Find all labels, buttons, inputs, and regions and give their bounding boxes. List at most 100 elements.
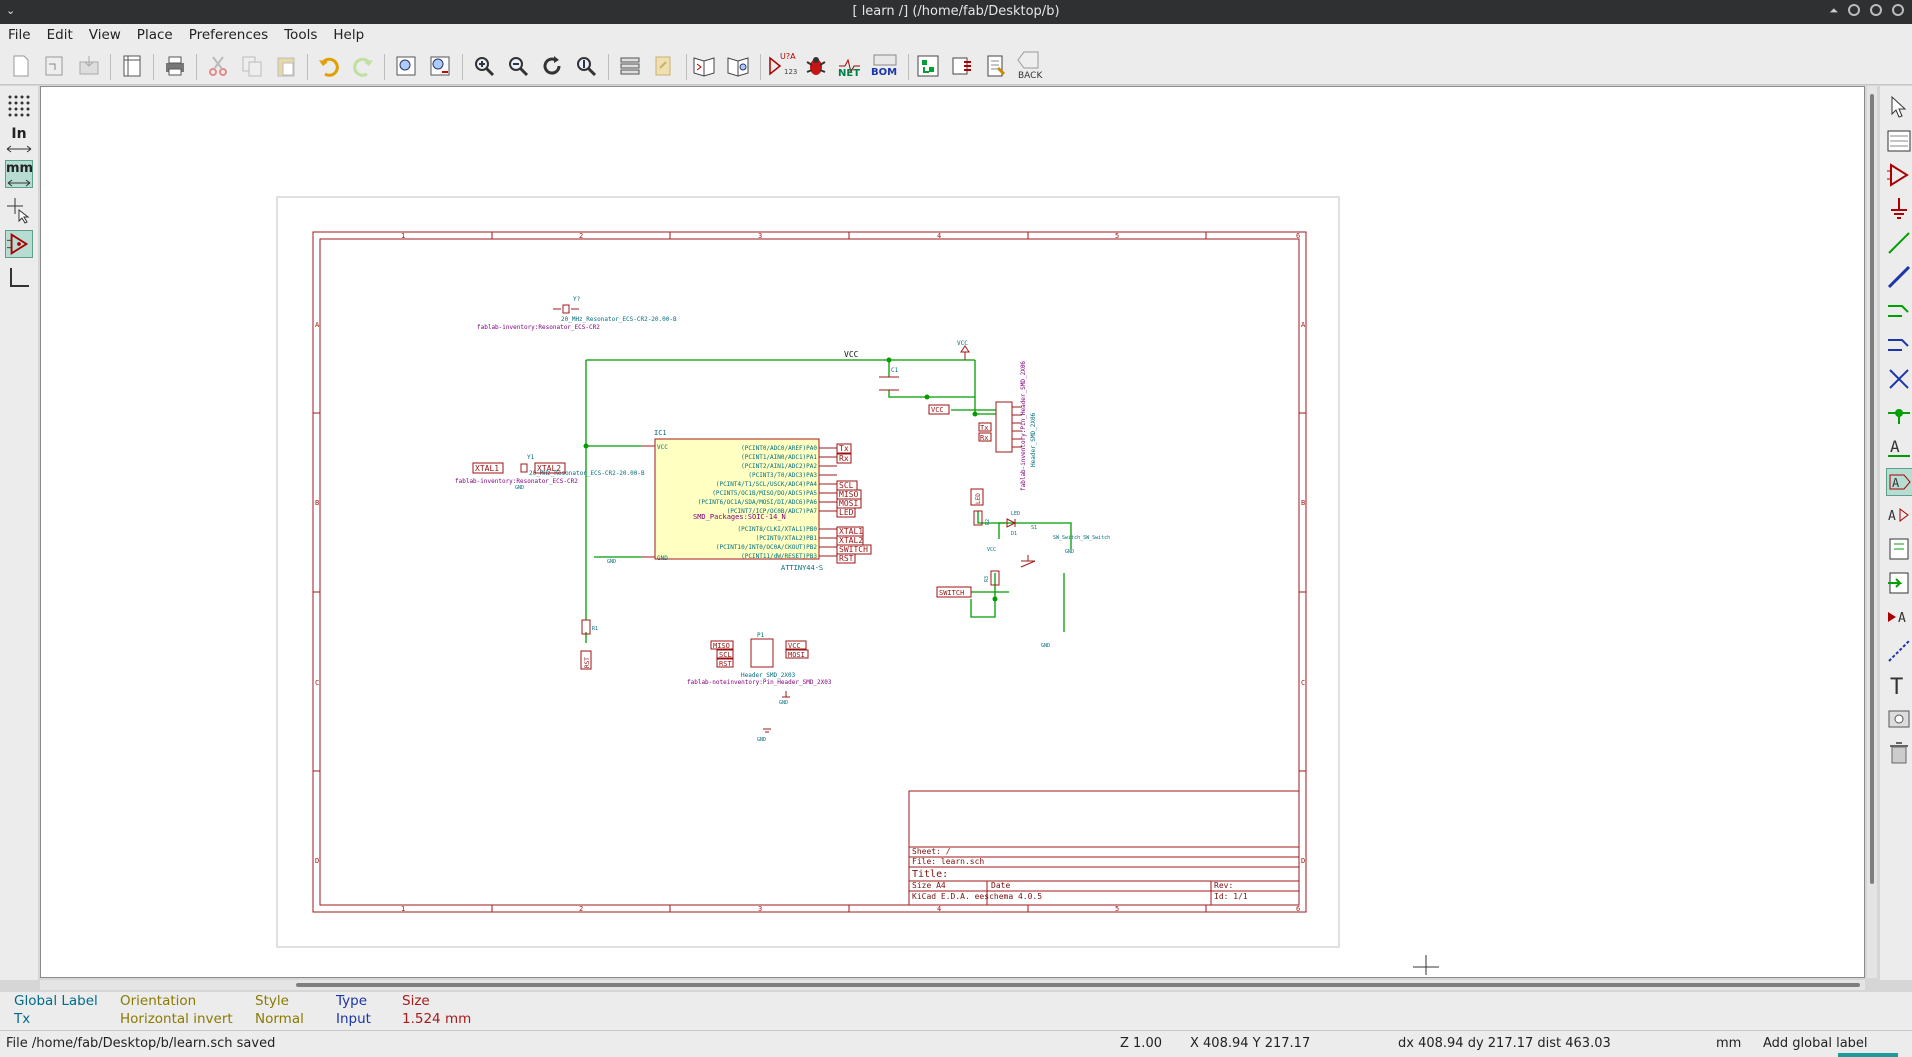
netlist-button[interactable]: NET bbox=[836, 54, 866, 79]
zoom-out-icon[interactable] bbox=[506, 54, 530, 78]
led-net-label[interactable]: LED bbox=[975, 493, 982, 504]
find-replace-icon[interactable] bbox=[428, 54, 452, 78]
j1-vcc-label[interactable]: VCC bbox=[931, 406, 944, 414]
menu-view[interactable]: View bbox=[88, 27, 121, 43]
p1-rst-label[interactable]: RST bbox=[719, 660, 732, 668]
library-editor-icon[interactable] bbox=[692, 54, 716, 78]
open-schematic-icon[interactable] bbox=[77, 54, 101, 78]
delete-item-icon[interactable] bbox=[1886, 740, 1912, 766]
vertical-scroll-thumb[interactable] bbox=[1870, 94, 1874, 884]
net-label-led[interactable]: LED bbox=[839, 508, 854, 517]
r3-body[interactable] bbox=[990, 570, 1000, 586]
redraw-icon[interactable] bbox=[540, 54, 564, 78]
place-power-icon[interactable] bbox=[1886, 196, 1912, 222]
pcbnew-icon[interactable] bbox=[950, 54, 974, 78]
units-mm-button[interactable]: mm bbox=[5, 160, 33, 188]
wire-to-bus-entry-icon[interactable] bbox=[1886, 298, 1912, 324]
place-net-label-icon[interactable]: A bbox=[1886, 434, 1912, 460]
place-graphic-line-icon[interactable] bbox=[1886, 638, 1912, 664]
new-project-icon[interactable] bbox=[43, 54, 67, 78]
place-sheet-pin-icon[interactable]: A bbox=[1886, 604, 1912, 630]
menu-preferences[interactable]: Preferences bbox=[188, 27, 269, 43]
schematic-canvas[interactable]: 1 2 3 4 5 6 1 2 3 4 5 6 A B C D A B C D bbox=[40, 86, 1865, 978]
net-label-rx[interactable]: Rx bbox=[839, 454, 849, 463]
zoom-fit-icon[interactable] bbox=[574, 54, 598, 78]
back-button[interactable]: BACK bbox=[1016, 50, 1046, 82]
print-icon[interactable] bbox=[163, 54, 187, 78]
close-button[interactable] bbox=[1892, 4, 1904, 16]
place-junction-icon[interactable] bbox=[1886, 400, 1912, 426]
j1-rx-label[interactable]: Rx bbox=[980, 434, 988, 442]
place-wire-icon[interactable] bbox=[1886, 230, 1912, 256]
hv-lines-icon[interactable] bbox=[5, 264, 33, 292]
hierarchy-navigator-icon[interactable] bbox=[618, 54, 642, 78]
no-connect-icon[interactable] bbox=[1886, 366, 1912, 392]
r2-body[interactable] bbox=[973, 510, 983, 526]
menu-tools[interactable]: Tools bbox=[284, 27, 318, 43]
place-hierarchical-sheet-icon[interactable] bbox=[1886, 536, 1912, 562]
bus-to-bus-entry-icon[interactable] bbox=[1886, 332, 1912, 358]
place-global-label-icon[interactable]: A bbox=[1886, 468, 1912, 496]
r1-body[interactable] bbox=[581, 619, 591, 635]
net-label-miso[interactable]: MISO bbox=[839, 490, 858, 499]
place-bus-icon[interactable] bbox=[1886, 264, 1912, 290]
add-image-icon[interactable] bbox=[1886, 706, 1912, 732]
ic1-body[interactable] bbox=[654, 438, 820, 560]
redo-icon[interactable] bbox=[351, 54, 375, 78]
annotate-button[interactable]: U?A 123 bbox=[768, 52, 798, 78]
p1-miso-label[interactable]: MISO bbox=[713, 642, 730, 650]
window-shade-icon[interactable]: ⏶ bbox=[1829, 4, 1838, 17]
bom-button[interactable]: BOM bbox=[870, 54, 900, 78]
cursor-shape-icon[interactable] bbox=[5, 196, 33, 224]
net-label-scl[interactable]: SCL bbox=[839, 481, 854, 490]
p1-header-body[interactable] bbox=[750, 638, 774, 668]
horizontal-scroll-thumb[interactable] bbox=[296, 983, 1860, 987]
menu-edit[interactable]: Edit bbox=[46, 27, 73, 43]
place-component-icon[interactable] bbox=[1886, 162, 1912, 188]
y1-xtal2-label[interactable]: XTAL2 bbox=[537, 464, 561, 473]
erc-bug-icon[interactable] bbox=[804, 54, 828, 78]
highlight-net-icon[interactable] bbox=[1886, 128, 1912, 154]
net-label-rst[interactable]: RST bbox=[839, 554, 854, 563]
page-settings-icon[interactable] bbox=[120, 54, 144, 78]
p1-vcc-label[interactable]: VCC bbox=[788, 642, 801, 650]
copy-icon[interactable] bbox=[240, 54, 264, 78]
net-label-xtal2[interactable]: XTAL2 bbox=[839, 536, 863, 545]
switch-net-label[interactable]: SWITCH bbox=[939, 589, 964, 597]
new-schematic-icon[interactable] bbox=[9, 54, 33, 78]
p1-scl-label[interactable]: SCL bbox=[719, 651, 732, 659]
j1-tx-label[interactable]: Tx bbox=[980, 424, 988, 432]
net-label-mosi[interactable]: MOSI bbox=[839, 499, 858, 508]
net-label-tx[interactable]: Tx bbox=[839, 444, 849, 453]
grid-toggle-icon[interactable] bbox=[5, 92, 33, 120]
cut-icon[interactable] bbox=[206, 54, 230, 78]
library-browser-icon[interactable] bbox=[726, 54, 750, 78]
cvpcb-icon[interactable] bbox=[916, 54, 940, 78]
menu-file[interactable]: File bbox=[8, 27, 31, 43]
p1-mosi-label[interactable]: MOSI bbox=[788, 651, 805, 659]
j1-header-body[interactable] bbox=[995, 401, 1013, 453]
import-sheet-pin-icon[interactable] bbox=[1886, 570, 1912, 596]
y1-xtal1-label[interactable]: XTAL1 bbox=[475, 464, 499, 473]
maximize-button[interactable] bbox=[1870, 4, 1882, 16]
menu-help[interactable]: Help bbox=[333, 27, 365, 43]
place-hierarchical-label-icon[interactable]: A bbox=[1886, 502, 1912, 528]
r1-rst-label[interactable]: RST bbox=[584, 657, 591, 668]
net-label-switch[interactable]: SWITCH bbox=[839, 545, 868, 554]
zoom-in-icon[interactable] bbox=[472, 54, 496, 78]
horizontal-scrollbar[interactable] bbox=[40, 980, 1865, 990]
units-inch-button[interactable]: In bbox=[5, 126, 33, 154]
menu-place[interactable]: Place bbox=[136, 27, 173, 43]
select-tool-icon[interactable] bbox=[1886, 94, 1912, 120]
leave-sheet-icon[interactable] bbox=[652, 54, 676, 78]
paste-icon[interactable] bbox=[274, 54, 298, 78]
undo-icon[interactable] bbox=[317, 54, 341, 78]
place-text-icon[interactable]: T bbox=[1886, 672, 1912, 698]
find-icon[interactable] bbox=[394, 54, 418, 78]
minimize-button[interactable] bbox=[1848, 4, 1860, 16]
show-hidden-pins-icon[interactable] bbox=[5, 230, 33, 258]
import-footprint-icon[interactable] bbox=[984, 54, 1008, 78]
net-label-xtal1[interactable]: XTAL1 bbox=[839, 527, 863, 536]
window-menu-button[interactable]: ⌄ bbox=[6, 4, 16, 17]
vertical-scrollbar[interactable] bbox=[1867, 86, 1877, 978]
